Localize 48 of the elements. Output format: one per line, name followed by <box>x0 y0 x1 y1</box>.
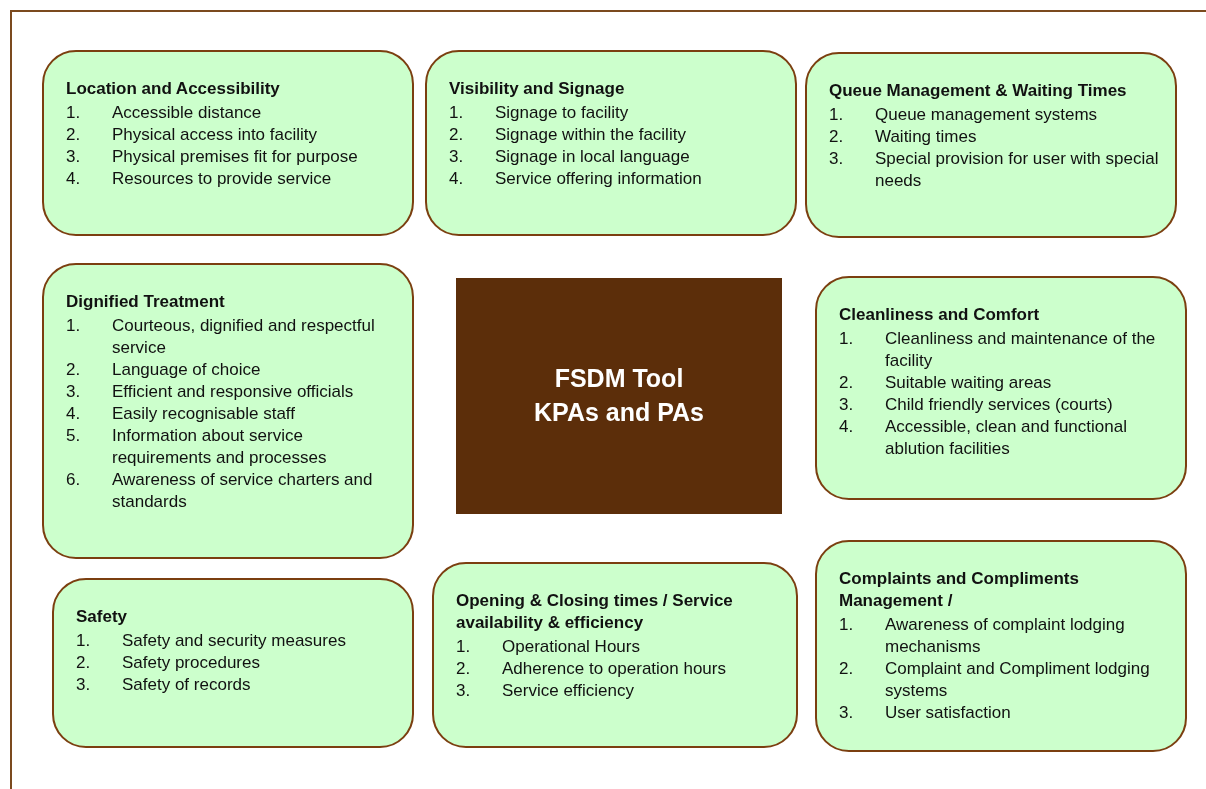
list-item: 2. Safety procedures <box>76 652 261 674</box>
list-item: 3. Physical premises fit for purpose <box>66 146 359 168</box>
list-item: 3. Service efficiency <box>456 680 635 702</box>
list-item: 1. Safety and security measures <box>76 630 347 652</box>
list-item: 2. Suitable waiting areas <box>839 372 1053 394</box>
category-heading: Visibility and Signage <box>449 78 626 100</box>
list-item: 3. Special provision for user with special needs <box>829 148 1159 192</box>
list-item: 1. Awareness of complaint lodging mechanisms <box>839 614 1126 658</box>
category-heading: Opening & Closing times / Service availability & efficiency <box>456 590 734 634</box>
list-item: 4. Accessible, clean and functional ablution facilities <box>839 416 1128 460</box>
category-box <box>425 50 797 236</box>
list-item: 4. Easily recognisable staff <box>66 403 296 425</box>
category-heading: Queue Management & Waiting Times <box>829 80 1128 102</box>
list-item: 1. Accessible distance <box>66 102 263 124</box>
list-item: 4. Resources to provide service <box>66 168 333 190</box>
list-item: 3. Signage in local language <box>449 146 691 168</box>
category-heading: Safety <box>76 606 129 628</box>
category-box <box>432 562 798 748</box>
list-item: 2. Physical access into facility <box>66 124 319 146</box>
category-box <box>42 50 414 236</box>
list-item: 3. Efficient and responsive officials <box>66 381 355 403</box>
list-item: 2. Waiting times <box>829 126 978 148</box>
list-item: 1. Signage to facility <box>449 102 630 124</box>
category-heading: Complaints and Compliments Management / <box>839 568 1080 612</box>
list-item: 4. Service offering information <box>449 168 703 190</box>
list-item: 2. Adherence to operation hours <box>456 658 727 680</box>
center-box <box>456 278 782 514</box>
category-heading: Dignified Treatment <box>66 291 226 313</box>
list-item: 1. Courteous, dignified and respectful service <box>66 315 376 359</box>
list-item: 2. Language of choice <box>66 359 262 381</box>
category-box <box>815 276 1187 500</box>
list-item: 5. Information about service requirements and processes <box>66 425 328 469</box>
center-title: FSDM Tool KPAs and PAs <box>534 363 704 428</box>
list-item: 6. Awareness of service charters and standards <box>66 469 374 513</box>
category-box <box>42 263 414 559</box>
category-box <box>52 578 414 748</box>
list-item: 1. Cleanliness and maintenance of the facility <box>839 328 1157 372</box>
list-item: 2. Signage within the facility <box>449 124 687 146</box>
list-item: 1. Operational Hours <box>456 636 641 658</box>
list-item: 3. User satisfaction <box>839 702 1012 724</box>
list-item: 1. Queue management systems <box>829 104 1099 126</box>
list-item: 2. Complaint and Compliment lodging systems <box>839 658 1151 702</box>
category-box <box>805 52 1177 238</box>
category-heading: Cleanliness and Comfort <box>839 304 1041 326</box>
category-box <box>815 540 1187 752</box>
list-item: 3. Child friendly services (courts) <box>839 394 1114 416</box>
list-item: 3. Safety of records <box>76 674 252 696</box>
category-heading: Location and Accessibility <box>66 78 281 100</box>
